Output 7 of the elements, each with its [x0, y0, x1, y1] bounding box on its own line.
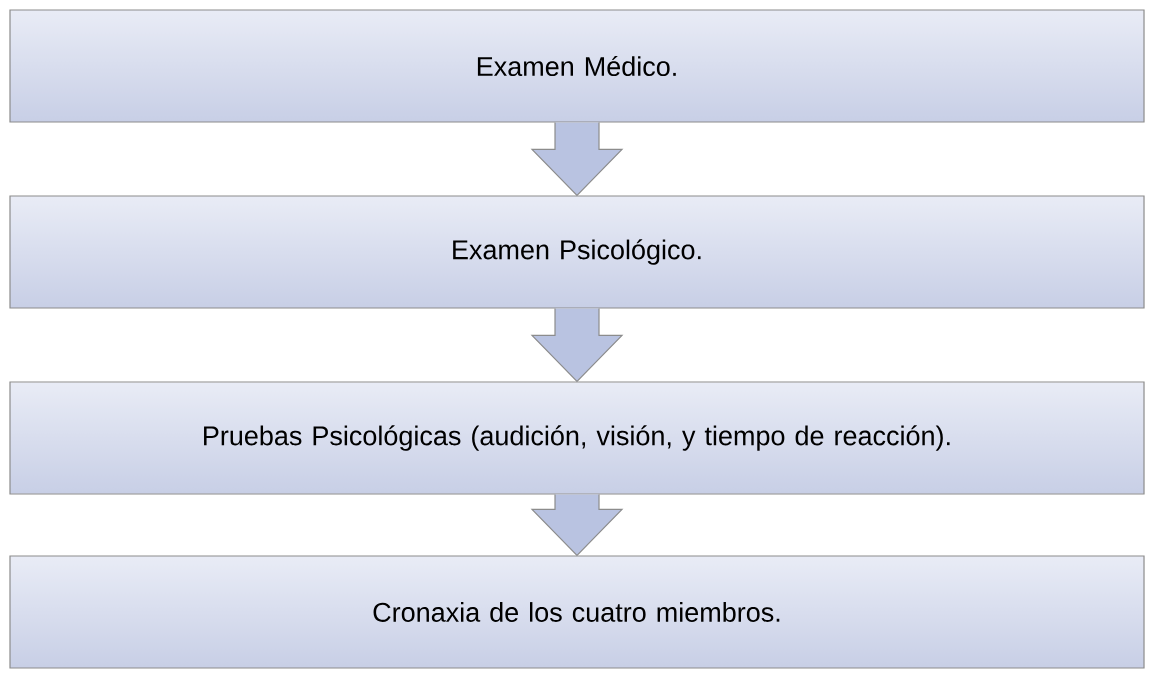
process-box: Examen Médico.	[9, 9, 1145, 123]
process-box: Cronaxia de los cuatro miembros.	[9, 555, 1145, 669]
arrow	[530, 308, 624, 383]
arrow	[530, 494, 624, 557]
process-box: Pruebas Psicológicas (audición, visión, y tiempo de reacción).	[9, 381, 1145, 495]
process-box: Examen Psicológico.	[9, 195, 1145, 309]
arrow	[530, 122, 624, 197]
